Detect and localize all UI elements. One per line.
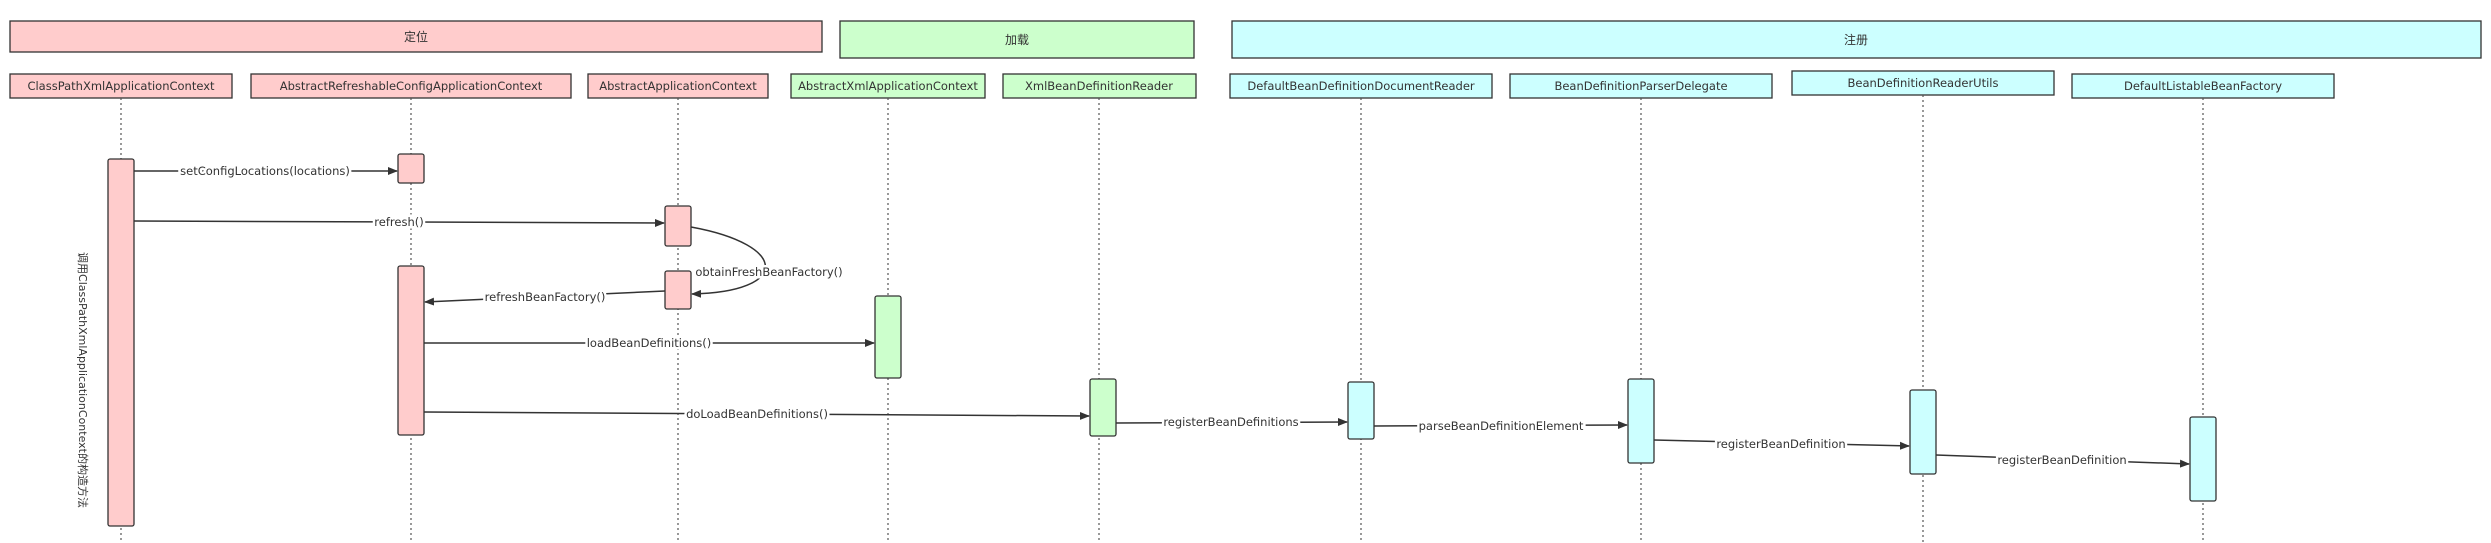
phase-locate: 定位 — [9, 20, 823, 53]
activation-bar — [874, 295, 902, 379]
message-label: obtainFreshBeanFactory() — [695, 265, 842, 279]
message-arrow — [1373, 421, 1628, 430]
participant-label: AbstractRefreshableConfigApplicationCont… — [280, 79, 543, 93]
message-arrow — [133, 218, 665, 227]
participant-abstract-xml-app-context: AbstractXmlApplicationContext — [790, 73, 986, 99]
participant-label: BeanDefinitionParserDelegate — [1554, 79, 1727, 93]
participant-default-listable-bean-factory: DefaultListableBeanFactory — [2071, 73, 2335, 99]
phase-load: 加载 — [839, 20, 1195, 59]
activation-bar — [1089, 378, 1117, 437]
phase-register-label: 注册 — [1844, 32, 1868, 47]
participant-label: AbstractXmlApplicationContext — [798, 79, 978, 93]
messages — [133, 167, 2190, 468]
activation-bar — [664, 270, 692, 310]
activation-bar — [1909, 389, 1937, 475]
participant-abstract-app-context: AbstractApplicationContext — [587, 73, 769, 99]
message-label: registerBeanDefinitions — [1163, 415, 1298, 429]
participant-bean-definition-parser-delegate: BeanDefinitionParserDelegate — [1509, 73, 1773, 99]
activation-bar — [2189, 416, 2217, 502]
participant-abstract-refreshable-config-app-context: AbstractRefreshableConfigApplicationCont… — [250, 73, 572, 99]
participant-label: BeanDefinitionReaderUtils — [1848, 76, 1999, 90]
activation-bar — [397, 153, 425, 184]
message-label: parseBeanDefinitionElement — [1419, 419, 1584, 433]
phase-load-label: 加载 — [1005, 33, 1029, 47]
phase-locate-label: 定位 — [404, 29, 428, 44]
activation-bar — [397, 265, 425, 436]
lifelines — [120, 95, 2204, 543]
message-label: doLoadBeanDefinitions() — [686, 407, 828, 421]
phase-register: 注册 — [1231, 20, 2482, 59]
participant-label: ClassPathXmlApplicationContext — [27, 79, 215, 93]
message-label: loadBeanDefinitions() — [587, 336, 712, 350]
message-arrow — [1653, 439, 1910, 450]
message-arrow — [1115, 418, 1348, 427]
activations — [107, 153, 2217, 527]
message-label: registerBeanDefinition — [1716, 437, 1845, 451]
constructor-note: 调用ClassPathXmlApplicationContext的构造方法 — [76, 252, 90, 508]
participant-xml-bean-definition-reader: XmlBeanDefinitionReader — [1002, 73, 1197, 99]
activation-bar — [1347, 381, 1375, 440]
activation-bar — [664, 205, 692, 247]
message-label: setConfigLocations(locations) — [180, 164, 350, 178]
participant-label: AbstractApplicationContext — [599, 79, 757, 93]
participant-label: DefaultBeanDefinitionDocumentReader — [1247, 79, 1475, 93]
message-arrow — [1935, 454, 2190, 468]
message-label: registerBeanDefinition — [1997, 453, 2126, 467]
activation-bar — [1627, 378, 1655, 464]
message-label: refreshBeanFactory() — [485, 290, 606, 304]
participant-label: DefaultListableBeanFactory — [2124, 79, 2282, 93]
activation-bar — [107, 158, 135, 527]
message-labels: setConfigLocations(locations) refresh() … — [178, 162, 2130, 470]
participant-bean-definition-reader-utils: BeanDefinitionReaderUtils — [1791, 70, 2055, 96]
message-arrow — [423, 411, 1090, 420]
participant-classpath-xml-app-context: ClassPathXmlApplicationContext — [9, 73, 233, 99]
message-arrow — [424, 290, 666, 306]
message-arrow — [690, 226, 767, 298]
message-label: refresh() — [374, 215, 423, 229]
participant-label: XmlBeanDefinitionReader — [1025, 79, 1173, 93]
participant-default-bean-definition-document-reader: DefaultBeanDefinitionDocumentReader — [1229, 73, 1493, 99]
